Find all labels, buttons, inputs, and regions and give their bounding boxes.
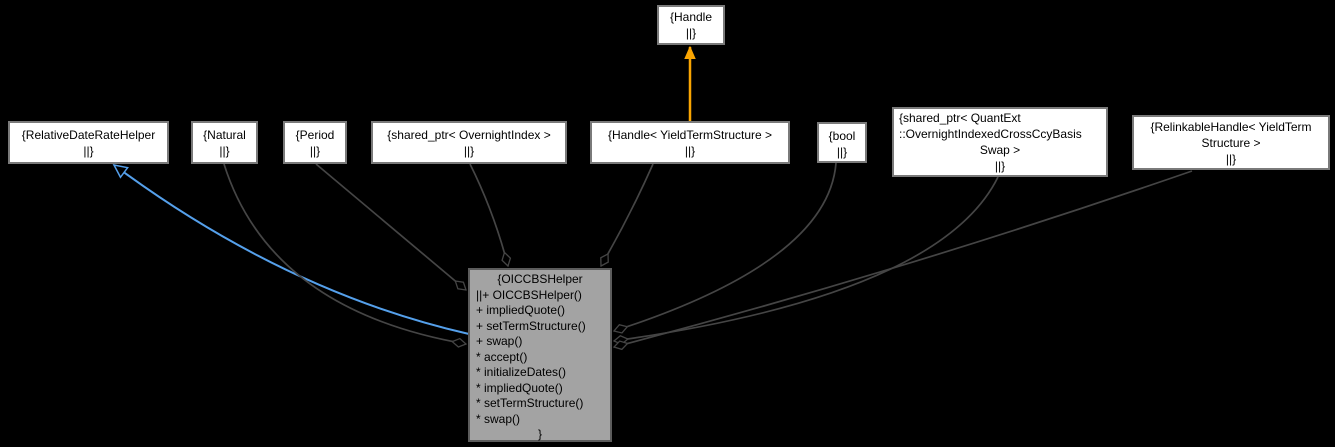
node-text-line: ||} [836,145,848,159]
node-text-line: + setTermStructure() [476,318,586,333]
edge-aggregation-natural [223,163,466,344]
node-text-line: * setTermStructure() [476,396,584,410]
node-text-line: {shared_ptr< QuantExt [899,111,1021,125]
node-text-line: * initializeDates() [476,365,567,379]
node-text-line: * impliedQuote() [476,380,563,395]
node-text-line: {RelativeDateRateHelper [21,128,156,142]
node-text-line: ||} [309,144,321,158]
node-text-line: + swap() [476,334,523,348]
node-text-line: + impliedQuote() [476,303,566,317]
node-text-line: ||} [463,144,475,158]
edge-inheritance-to-relativedateratehelper [114,165,470,335]
node-text-line: {OICCBSHelper [497,272,583,286]
node-text-line: {bool [828,129,856,143]
node-text-line: ||} [83,144,94,158]
edge-aggregation-relinkable-handle [614,170,1193,347]
node-text-line: {Handle [669,10,713,24]
node-text-line: {Handle< YieldTermStructure > [607,128,773,142]
node-text-line: ||} [994,159,1006,173]
edge-aggregation-handle-yieldtermstructure [601,163,654,266]
node-text-line: ||} [685,26,697,40]
edge-aggregation-period [315,163,466,290]
node-period[interactable]: {Period ||} [283,121,347,164]
edge-aggregation-bool [614,162,837,331]
node-text-line: {Natural [203,128,246,142]
node-oiccbs-helper[interactable]: {OICCBSHelper||+ OICCBSHelper()+ implied… [468,268,612,442]
node-text-line: ||+ OICCBSHelper() [476,287,582,302]
node-text-line: {RelinkableHandle< YieldTerm [1150,120,1312,134]
node-text-line: ::OvernightIndexedCrossCcyBasis [899,127,1082,141]
node-text-line: * swap() [476,411,521,426]
node-relative-date-rate-helper[interactable]: {RelativeDateRateHelper ||} [8,121,169,164]
node-natural[interactable]: {Natural ||} [191,121,258,164]
node-handle-yield-term-structure[interactable]: {Handle< YieldTermStructure > ||} [590,121,790,164]
edge-aggregation-overnight-index [469,163,508,266]
node-text-line: {shared_ptr< OvernightIndex > [387,128,551,142]
node-text-line: Structure > [1201,136,1261,150]
node-text-line: Swap > [979,143,1021,157]
node-text-line: {Period [295,128,335,142]
node-text-line: ||} [1225,152,1237,166]
node-shared-ptr-quantext-overnight-indexed-cross-ccy-basis-swap[interactable]: {shared_ptr< QuantExt::OvernightIndexedC… [892,107,1108,177]
node-handle[interactable]: {Handle ||} [657,5,725,45]
node-shared-ptr-overnight-index[interactable]: {shared_ptr< OvernightIndex > ||} [371,121,567,164]
edge-aggregation-quantext-swap [614,176,999,341]
node-text-line: * accept() [476,349,528,364]
node-text-line: } [537,427,542,441]
node-text-line: ||} [219,144,230,158]
node-bool[interactable]: {bool ||} [817,122,867,163]
node-text-line: ||} [684,144,696,158]
